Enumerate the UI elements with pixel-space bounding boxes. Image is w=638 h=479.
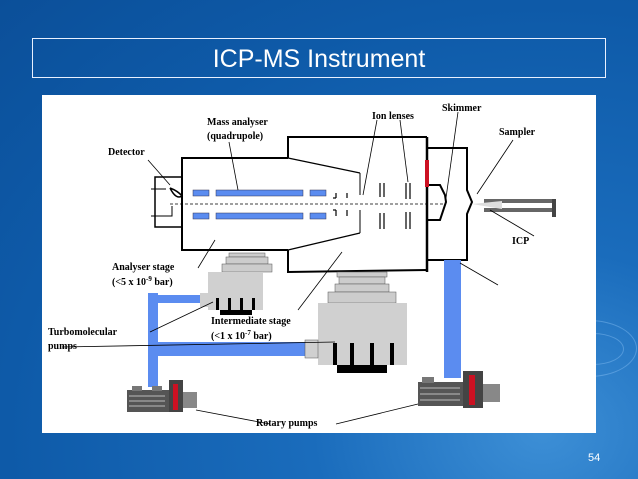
page-number: 54 bbox=[588, 452, 601, 464]
detector-icon bbox=[169, 187, 184, 198]
analyser-turbo-pump bbox=[200, 252, 273, 315]
diagram-svg: Mass analyser (quadrupole) Detector Ion … bbox=[48, 103, 556, 429]
detector-housing bbox=[154, 176, 182, 228]
icp-torch bbox=[472, 199, 556, 217]
title-box: ICP-MS Instrument bbox=[32, 38, 606, 78]
chamber bbox=[151, 136, 474, 274]
rotary-pump-left bbox=[127, 380, 197, 412]
label-analyser-pressure: (<5 x 10-9 bar) bbox=[112, 275, 173, 288]
ion-lenses bbox=[333, 183, 411, 229]
label-analyser-stage: Analyser stage bbox=[112, 262, 175, 273]
label-icp: ICP bbox=[512, 236, 529, 247]
red-seal bbox=[425, 160, 429, 187]
label-ion-lenses: Ion lenses bbox=[372, 111, 414, 122]
slide-title: ICP-MS Instrument bbox=[212, 45, 426, 73]
label-rotary-pumps: Rotary pumps bbox=[256, 418, 318, 429]
label-intermediate-stage: Intermediate stage bbox=[211, 316, 291, 327]
icp-ms-diagram: Mass analyser (quadrupole) Detector Ion … bbox=[42, 95, 596, 433]
leader-lines bbox=[61, 111, 535, 425]
quadrupole-rods bbox=[192, 189, 327, 220]
label-detector: Detector bbox=[108, 147, 145, 158]
label-quadrupole: (quadrupole) bbox=[207, 131, 263, 142]
sampler-cone bbox=[466, 165, 474, 245]
label-skimmer: Skimmer bbox=[442, 103, 482, 114]
label-turbomolecular: Turbomolecular bbox=[48, 327, 118, 338]
rotary-pump-right bbox=[418, 371, 500, 408]
skimmer-cone bbox=[427, 184, 448, 221]
intermediate-turbo-pump bbox=[304, 271, 407, 373]
label-sampler: Sampler bbox=[499, 127, 536, 138]
label-pumps: pumps bbox=[48, 341, 77, 352]
label-intermediate-pressure: (<1 x 10-7 bar) bbox=[211, 329, 272, 342]
vacuum-pipes bbox=[148, 260, 461, 387]
label-mass-analyser: Mass analyser bbox=[207, 117, 268, 128]
